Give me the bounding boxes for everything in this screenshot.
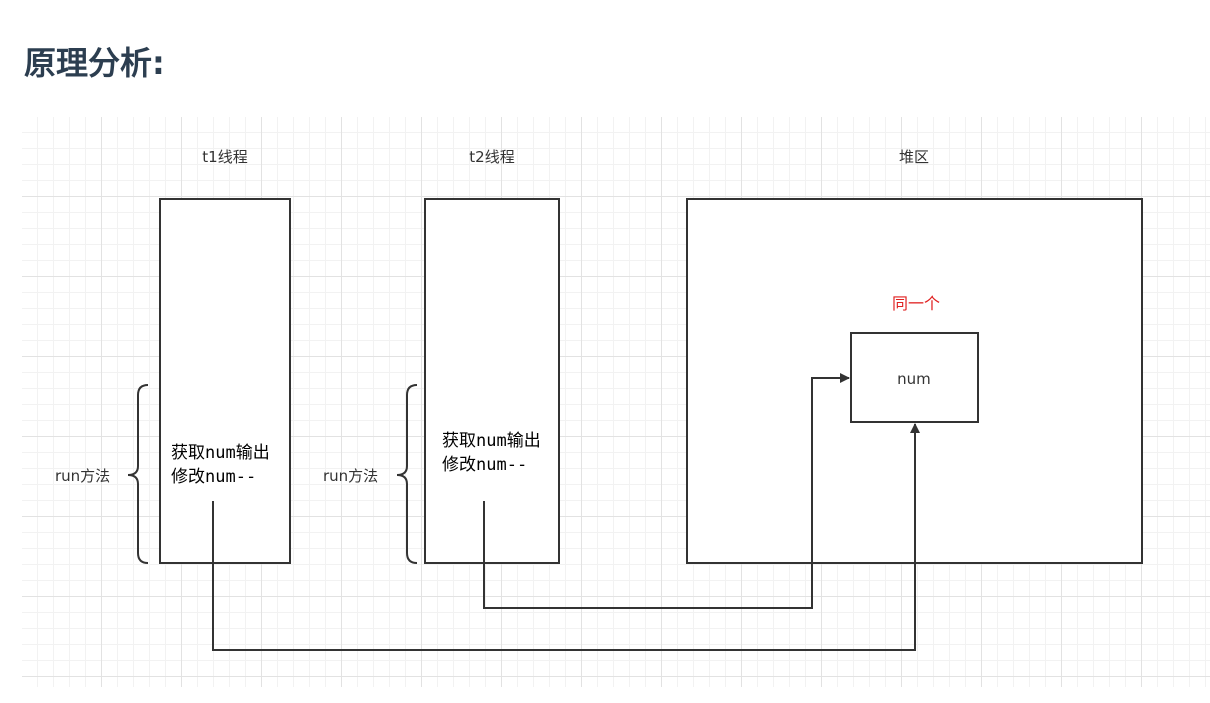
page-title: 原理分析:	[24, 44, 165, 82]
thread1-box	[159, 198, 291, 564]
thread2-line2: 修改num--	[442, 455, 527, 475]
thread2-title: t2线程	[469, 148, 514, 166]
thread1-line2: 修改num--	[171, 467, 256, 487]
thread1-run-brace	[127, 384, 149, 564]
same-object-note: 同一个	[892, 294, 940, 313]
thread1-run-label: run方法	[55, 467, 110, 485]
thread2-line1: 获取num输出	[442, 431, 541, 451]
thread2-run-brace	[396, 384, 418, 564]
num-variable-label: num	[897, 370, 931, 388]
num-box	[850, 332, 979, 423]
thread1-line1: 获取num输出	[171, 443, 270, 463]
thread2-to-num-arrow	[483, 373, 850, 609]
heap-title: 堆区	[899, 148, 929, 166]
thread2-box	[424, 198, 560, 564]
thread1-title: t1线程	[202, 148, 247, 166]
thread2-run-label: run方法	[323, 467, 378, 485]
thread1-to-num-arrow	[212, 423, 920, 651]
